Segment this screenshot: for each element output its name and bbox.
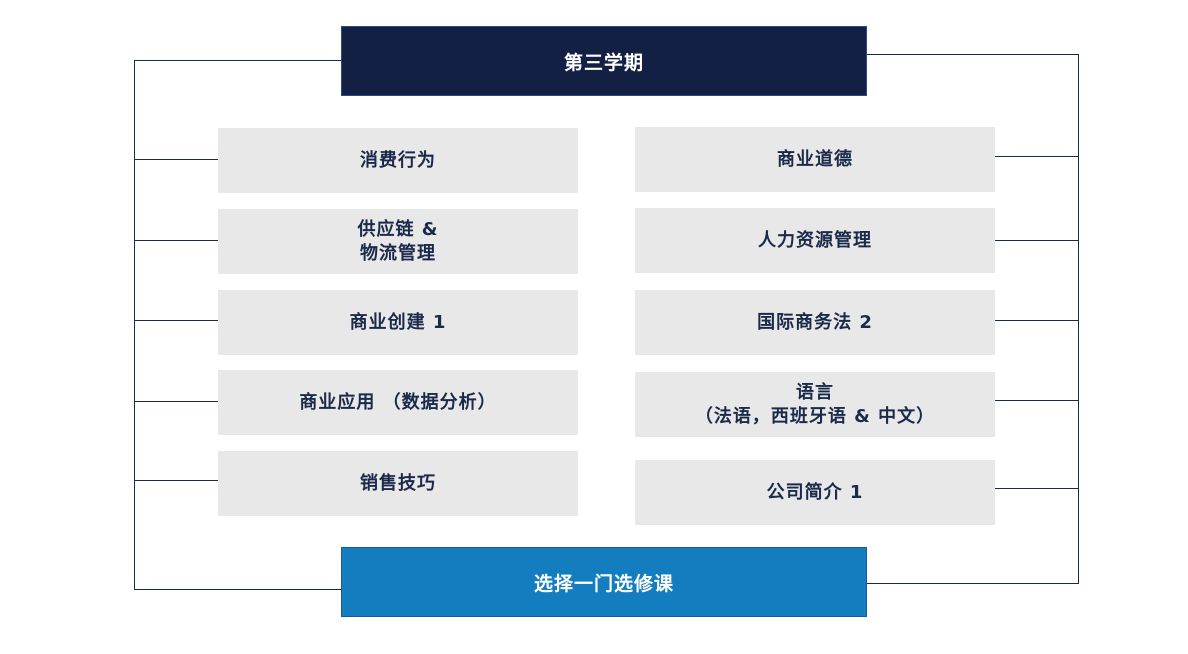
right-connector-5 [995,488,1079,489]
right-connector-3 [995,320,1079,321]
left-connector-3 [134,320,218,321]
course-international-business-law-2: 国际商务法 2 [635,290,995,355]
course-business-ethics: 商业道德 [635,127,995,192]
course-languages: 语言 （法语，西班牙语 & 中文） [635,372,995,437]
course-supply-chain-logistics: 供应链 & 物流管理 [218,209,578,274]
elective-label: 选择一门选修课 [341,547,867,617]
right-connector-footer [866,583,1079,584]
left-connector-5 [134,480,218,481]
course-sales-skills: 销售技巧 [218,451,578,516]
right-connector-4 [995,400,1079,401]
right-connector-2 [995,240,1079,241]
right-bracket-vertical [1078,54,1079,584]
course-business-creation-1: 商业创建 1 [218,290,578,355]
left-connector-4 [134,401,218,402]
course-hr-management: 人力资源管理 [635,208,995,273]
left-bracket-vertical [134,60,135,590]
semester-title: 第三学期 [341,26,867,96]
right-connector-1 [995,156,1079,157]
left-connector-header [134,60,341,61]
left-connector-2 [134,240,218,241]
course-business-applications: 商业应用 （数据分析） [218,370,578,435]
right-connector-header [866,54,1079,55]
left-connector-footer [134,589,341,590]
course-company-profile-1: 公司简介 1 [635,460,995,525]
left-connector-1 [134,159,218,160]
course-consumer-behavior: 消费行为 [218,128,578,193]
